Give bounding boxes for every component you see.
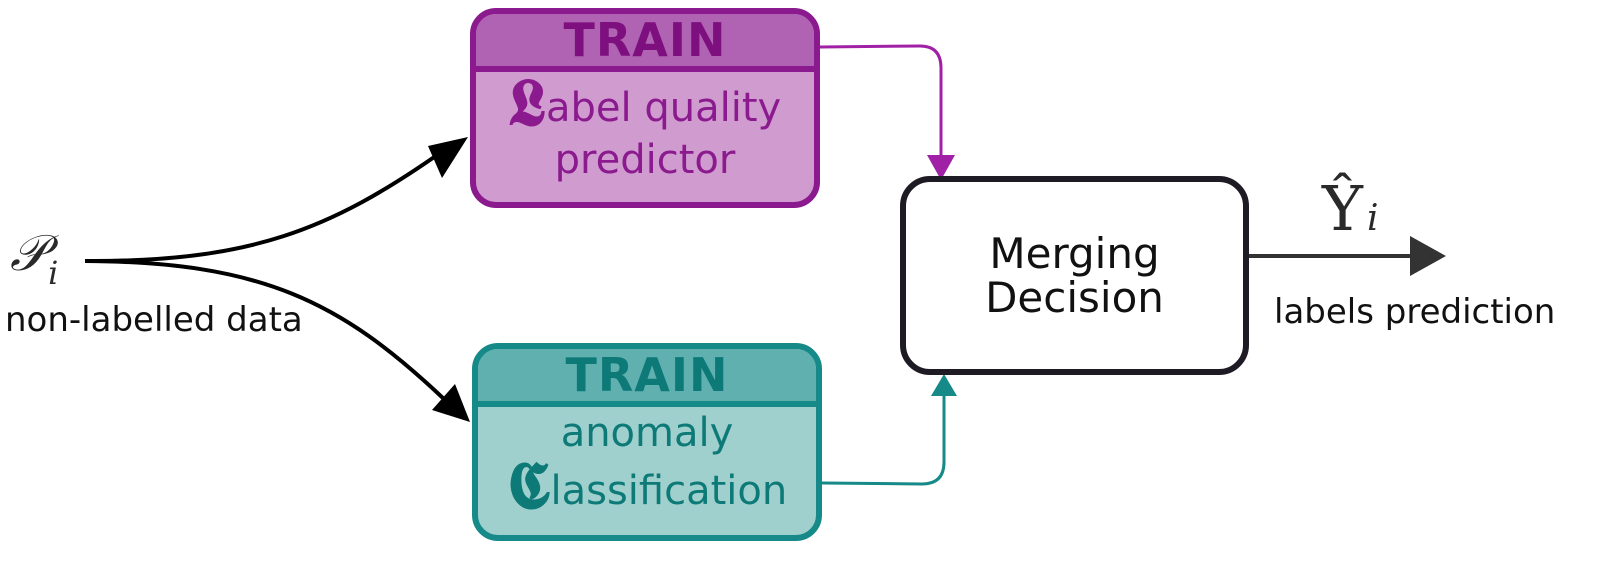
label-box-body: 𝕷abel quality predictor [476, 69, 814, 186]
anomaly-box-line2: 𝕮lassification [478, 452, 816, 518]
arrowhead-anomaly-to-merge [931, 374, 957, 396]
arrowhead-label-box [428, 137, 468, 178]
merge-box-line1: Merging [989, 228, 1160, 278]
anomaly-classification-box: TRAIN anomaly 𝕮lassification [472, 343, 822, 541]
arrowhead-anomaly-box [432, 384, 470, 422]
label-box-line1: 𝕷abel quality [476, 69, 814, 135]
anomaly-box-line1: anomaly [560, 410, 734, 456]
label-box-line1-text: abel quality [546, 85, 782, 131]
arrow-label-to-merge [819, 44, 943, 158]
label-box-header: TRAIN [476, 14, 814, 72]
arrow-to-anomaly-box [84, 259, 447, 402]
anomaly-box-body: anomaly 𝕮lassification [478, 407, 816, 518]
input-symbol: 𝒫i [10, 228, 58, 289]
input-symbol-main: 𝒫 [10, 224, 47, 282]
output-caption: labels prediction [1274, 292, 1556, 332]
output-symbol-main: Ŷ [1322, 172, 1363, 245]
anomaly-box-header: TRAIN [478, 349, 816, 407]
label-quality-predictor-box: TRAIN 𝕷abel quality predictor [470, 8, 820, 208]
anomaly-box-initial: 𝕮 [506, 446, 551, 524]
arrowhead-output [1410, 236, 1446, 276]
merge-box-line2: Decision [985, 272, 1164, 322]
anomaly-box-line2-text: lassification [550, 468, 788, 514]
input-caption: non-labelled data [5, 300, 303, 340]
arrowhead-label-to-merge [927, 155, 955, 180]
arrow-to-label-box [84, 151, 442, 264]
output-subscript: i [1366, 198, 1379, 239]
merging-decision-box: Merging Decision [900, 176, 1249, 375]
label-box-initial: 𝕷 [508, 63, 547, 141]
label-box-line2: predictor [554, 137, 736, 183]
input-subscript: i [48, 254, 59, 292]
arrow-anomaly-to-merge [821, 395, 946, 486]
